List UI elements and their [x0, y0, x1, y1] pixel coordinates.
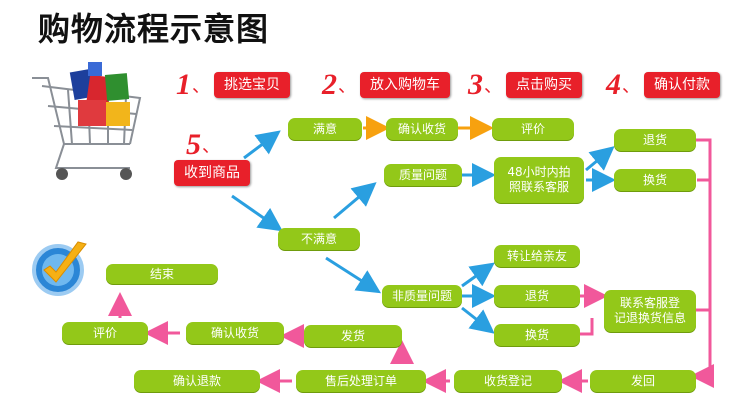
node-confirm-receipt-bottom: 确认收货 [186, 322, 284, 344]
node-exchange: 换货 [614, 169, 696, 191]
arrow-exchange-register [580, 318, 594, 336]
step-label: 点击购买 [506, 72, 582, 98]
node-quality-issue: 质量问题 [384, 164, 462, 186]
step-separator: 、 [202, 136, 220, 157]
node-contact-register-line1: 联系客服登 [619, 296, 680, 310]
step-separator: 、 [622, 76, 640, 97]
arrow-nonquality-exchange [461, 306, 495, 334]
arrow-contact-return [585, 146, 615, 172]
node-receipt-register: 收货登记 [454, 370, 562, 392]
step-separator: 、 [484, 76, 502, 97]
step-1: 1 、 挑选宝贝 [176, 68, 290, 102]
arrow-received-satisfied [243, 130, 281, 160]
node-ship: 发货 [304, 325, 402, 347]
page-title: 购物流程示意图 [38, 10, 270, 48]
node-after-sales-order: 售后处理订单 [296, 370, 426, 392]
node-exchange-mid: 换货 [494, 324, 580, 346]
step-number: 3 [468, 68, 483, 101]
node-not-satisfied: 不满意 [278, 228, 360, 250]
node-ship-back: 发回 [590, 370, 696, 392]
step-2: 2 、 放入购物车 [322, 68, 450, 102]
node-return: 退货 [614, 129, 696, 151]
node-confirm-receipt: 确认收货 [386, 118, 458, 140]
arrow-nonquality-transfer [461, 262, 495, 288]
step-separator: 、 [192, 76, 210, 97]
arrow-not-satisfied-quality [333, 182, 377, 220]
node-confirm-refund: 确认退款 [134, 370, 260, 392]
step-separator: 、 [338, 76, 356, 97]
node-satisfied: 满意 [288, 118, 362, 140]
arrow-not-satisfied-nonquality [325, 256, 382, 294]
node-end: 结束 [106, 264, 218, 284]
node-transfer-friend: 转让给亲友 [494, 245, 580, 267]
node-contact-48h-line2: 照联系客服 [508, 180, 569, 194]
arrow-return-sendback [690, 138, 714, 388]
step-label: 收到商品 [174, 160, 250, 186]
step-number: 4 [606, 68, 621, 101]
arrow-received-not-satisfied [231, 194, 283, 232]
shopping-cart-icon [32, 62, 142, 180]
step-number: 5 [186, 128, 201, 161]
step-number: 2 [322, 68, 337, 101]
step-5: 5 、 收到商品 [174, 128, 250, 186]
node-contact-48h: 48小时内拍 照联系客服 [494, 157, 584, 203]
node-contact-48h-line1: 48小时内拍 [507, 165, 571, 179]
node-contact-register: 联系客服登 记退换货信息 [604, 290, 696, 332]
step-label: 放入购物车 [360, 72, 450, 98]
step-3: 3 、 点击购买 [468, 68, 582, 102]
step-label: 确认付款 [644, 72, 720, 98]
step-4: 4 、 确认付款 [606, 68, 720, 102]
node-non-quality-issue: 非质量问题 [382, 285, 462, 307]
node-contact-register-line2: 记退换货信息 [613, 311, 686, 325]
checkmark-icon [32, 241, 87, 296]
node-return-mid: 退货 [494, 285, 580, 307]
node-review-bottom: 评价 [62, 322, 148, 344]
step-number: 1 [176, 68, 191, 101]
node-review: 评价 [492, 118, 574, 140]
step-label: 挑选宝贝 [214, 72, 290, 98]
